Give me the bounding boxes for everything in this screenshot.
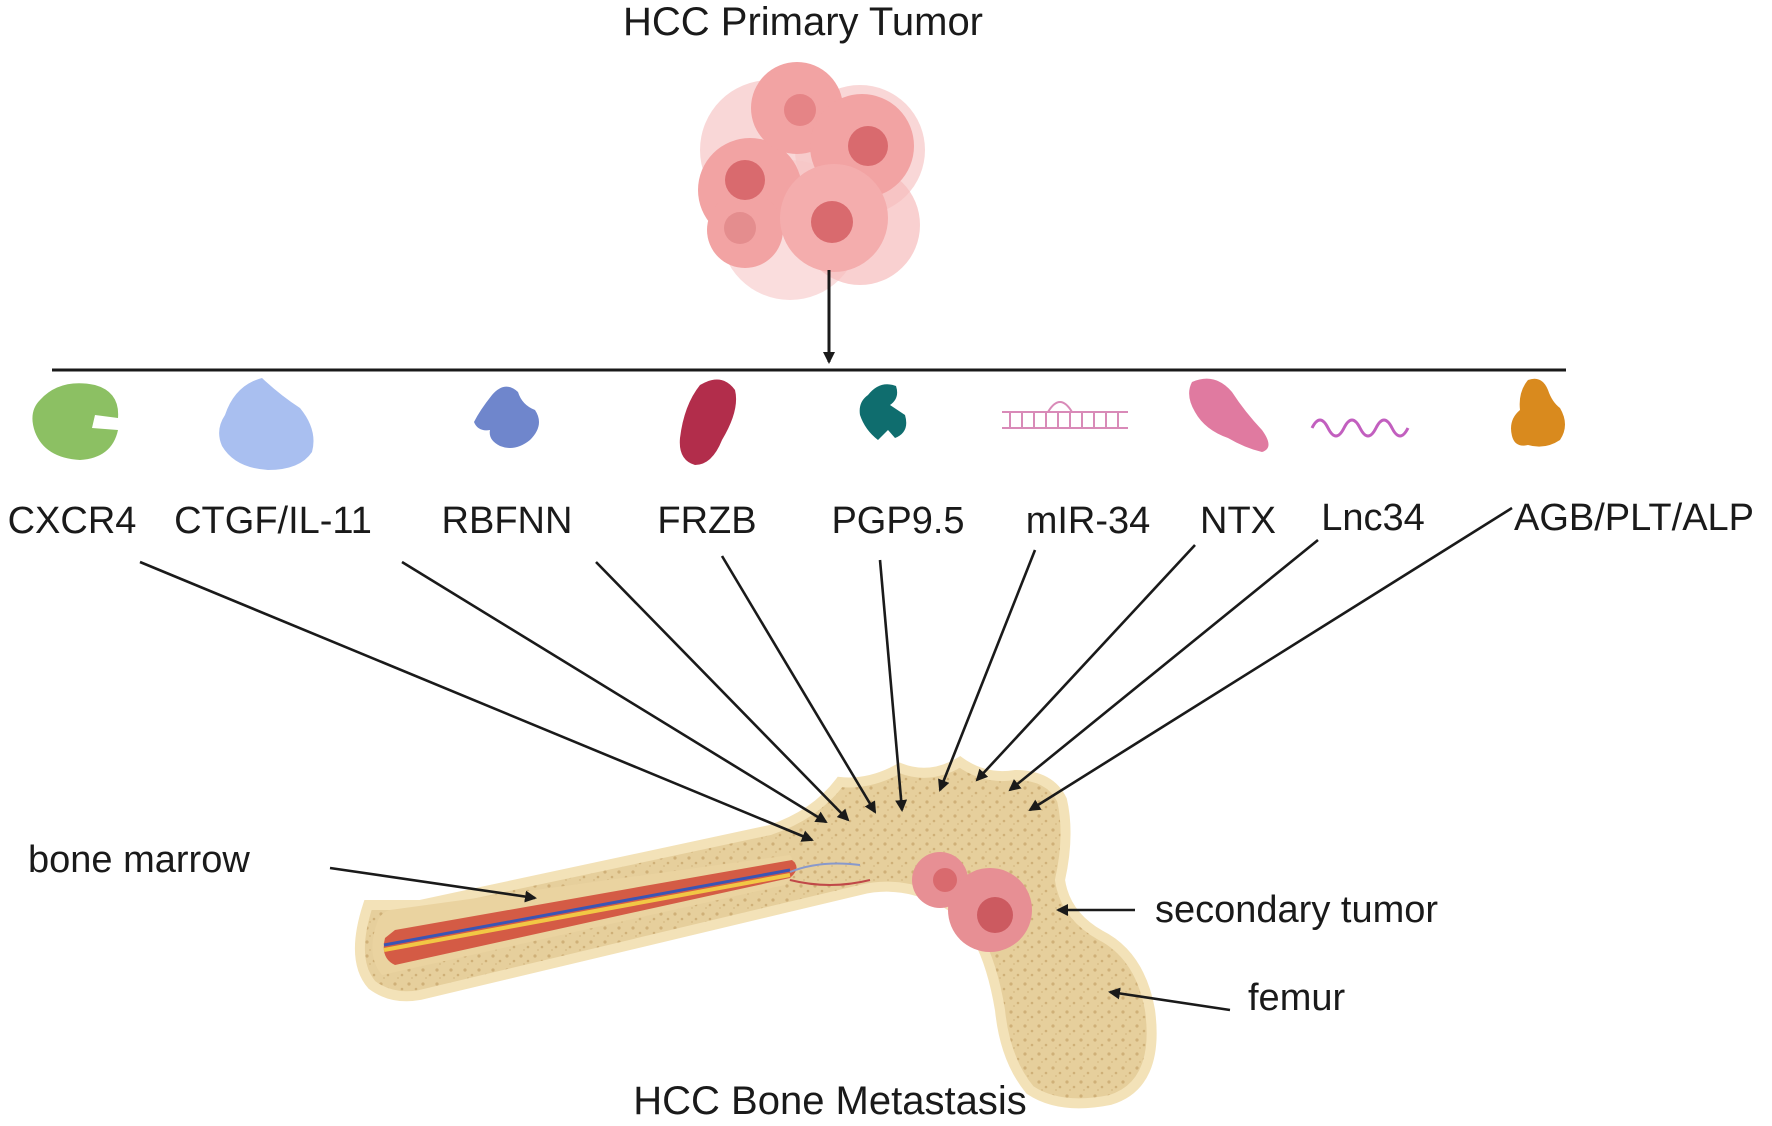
femur-bone-illustration (354, 756, 1157, 1109)
arrow-agb-plt-alp (1028, 506, 1513, 812)
marker-label-cxcr4: CXCR4 (8, 500, 137, 542)
arrow-frzb (720, 555, 877, 814)
marker-icon-pgp95 (859, 384, 907, 440)
marker-label-mir34: mIR-34 (1026, 500, 1151, 542)
marker-icon-frzb (679, 379, 737, 465)
arrow-rbfnn (595, 561, 850, 822)
marker-icon-rbfnn (474, 386, 539, 448)
secondary-tumor-icon (912, 852, 1032, 952)
arrow-lnc34 (1008, 538, 1319, 792)
arrow-pgp95 (878, 559, 908, 812)
marker-label-ntx: NTX (1200, 500, 1276, 542)
marker-label-agb-plt-alp: AGB/PLT/ALP (1514, 497, 1754, 539)
marker-label-pgp95: PGP9.5 (831, 500, 964, 542)
marker-arrows (139, 506, 1513, 842)
arrow-femur (1108, 987, 1231, 1012)
femur-label: femur (1248, 977, 1345, 1019)
arrow-bone-marrow (329, 866, 537, 903)
arrow-ctgf-il11 (401, 560, 828, 824)
primary-tumor-title: HCC Primary Tumor (623, 0, 983, 44)
bone-metastasis-title: HCC Bone Metastasis (633, 1079, 1026, 1123)
marker-label-ctgf-il11: CTGF/IL-11 (174, 500, 372, 542)
marker-icon-agb-plt-alp (1511, 378, 1565, 447)
marker-icon-mir34 (1002, 401, 1128, 429)
marker-icon-ntx (1189, 378, 1269, 452)
bone-marrow-label: bone marrow (28, 839, 250, 881)
marker-icon-cxcr4 (32, 383, 119, 460)
arrow-ntx (975, 544, 1196, 782)
marker-icon-ctgf-il11 (219, 378, 314, 470)
marker-label-rbfnn: RBFNN (442, 500, 573, 542)
marker-label-frzb: FRZB (657, 500, 756, 542)
primary-tumor-cluster-icon (698, 62, 925, 300)
arrow-mir34 (938, 549, 1037, 792)
marker-icon-lnc34 (1310, 418, 1410, 438)
arrow-cxcr4 (139, 560, 814, 842)
secondary-tumor-label: secondary tumor (1155, 889, 1438, 931)
marker-label-lnc34: Lnc34 (1321, 497, 1425, 539)
